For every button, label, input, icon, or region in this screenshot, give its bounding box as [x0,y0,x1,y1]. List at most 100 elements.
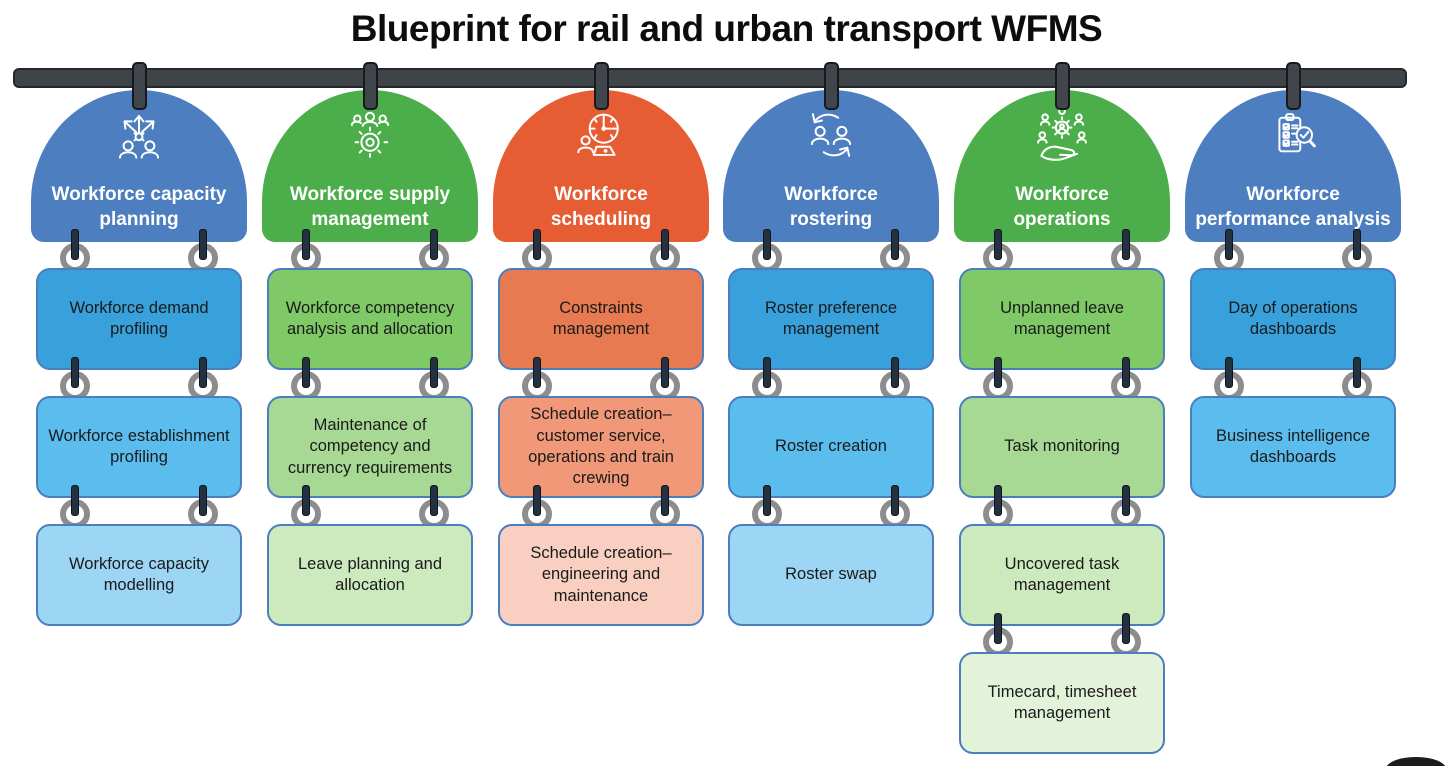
feature-card: Maintenance of competency and currency r… [267,396,473,498]
hook-peg [1122,485,1130,516]
feature-card: Task monitoring [959,396,1165,498]
hanger-row [723,229,939,273]
rail-clip [823,62,839,110]
hanger-row [493,485,709,529]
feature-card: Day of operations dashboards [1190,268,1396,370]
hook-peg [1353,357,1361,388]
category-label: Workforce operations [1013,183,1111,231]
hook-peg [661,229,669,260]
column-operations: Workforce operations Unplanned leave man… [954,90,1170,754]
feature-card: Constraints management [498,268,704,370]
feature-card: Workforce demand profiling [36,268,242,370]
category-header-rostering: Workforce rostering [723,90,939,242]
hook-peg [430,229,438,260]
category-label: Workforce scheduling [550,183,652,231]
category-header-performance-analysis: Workforce performance analysis [1185,90,1401,242]
hanger-row [954,485,1170,529]
feature-card: Unplanned leave management [959,268,1165,370]
hook-peg [763,357,771,388]
hook-peg [1353,229,1361,260]
category-label: Workforce performance analysis [1195,183,1391,231]
hook-peg [302,485,310,516]
category-label: Workforce capacity planning [51,183,227,231]
hanger-row [31,357,247,401]
hand-team-icon [1037,107,1087,161]
column-supply-management: Workforce supply management Workforce co… [262,90,478,626]
column-rostering: Workforce rostering Roster preference ma… [723,90,939,626]
hook-peg [199,229,207,260]
hook-peg [302,229,310,260]
column-performance-analysis: Workforce performance analysis Day of op… [1185,90,1401,498]
hook-peg [533,357,541,388]
hanger-row [493,229,709,273]
hook-peg [763,485,771,516]
hook-peg [199,357,207,388]
growth-arrows-people-icon [118,114,160,159]
hook-peg [994,613,1002,644]
hanger-row [31,485,247,529]
hanger-row [1185,357,1401,401]
hanger-row [262,357,478,401]
rail-clip [593,62,609,110]
hook-peg [1122,229,1130,260]
hook-peg [891,357,899,388]
hook-peg [1225,357,1233,388]
rail-clip [362,62,378,110]
hanger-row [493,357,709,401]
hanger-row [723,357,939,401]
hook-peg [71,229,79,260]
feature-card: Roster preference management [728,268,934,370]
column-scheduling: Workforce scheduling Constraints managem… [493,90,709,626]
feature-card: Business intelligence dashboards [1190,396,1396,498]
category-header-scheduling: Workforce scheduling [493,90,709,242]
corner-dot [1386,757,1446,766]
feature-card: Timecard, timesheet management [959,652,1165,754]
hook-peg [891,485,899,516]
hook-peg [1122,613,1130,644]
diagram-title: Blueprint for rail and urban transport W… [350,8,1103,49]
hanging-rail [13,68,1407,88]
hanger-row [262,229,478,273]
hook-peg [661,357,669,388]
hanger-row [954,613,1170,657]
hook-peg [1225,229,1233,260]
hook-peg [71,485,79,516]
hook-peg [1122,357,1130,388]
hook-peg [430,485,438,516]
category-header-supply-management: Workforce supply management [262,90,478,242]
hook-peg [533,229,541,260]
gauge-laptop-icon [577,113,619,156]
feature-card: Workforce establishment profiling [36,396,242,498]
rail-clip [1054,62,1070,110]
hook-peg [71,357,79,388]
hanger-row [723,485,939,529]
hanger-row [262,485,478,529]
hook-peg [891,229,899,260]
hook-peg [430,357,438,388]
hanger-row [954,229,1170,273]
checklist-magnifier-icon [1278,113,1316,153]
category-label: Workforce supply management [289,183,451,231]
hook-peg [302,357,310,388]
category-label: Workforce rostering [784,183,878,231]
hook-peg [661,485,669,516]
rail-clip [1285,62,1301,110]
hook-peg [199,485,207,516]
category-header-capacity-planning: Workforce capacity planning [31,90,247,242]
feature-card: Uncovered task management [959,524,1165,626]
column-capacity-planning: Workforce capacity planning Workforce de… [31,90,247,626]
hook-peg [533,485,541,516]
hanger-row [31,229,247,273]
feature-card: Schedule creation–engineering and mainte… [498,524,704,626]
rail-clip [131,62,147,110]
hook-peg [994,357,1002,388]
hook-peg [994,229,1002,260]
feature-card: Workforce competency analysis and alloca… [267,268,473,370]
feature-card: Schedule creation–customer service, oper… [498,396,704,498]
hanger-row [1185,229,1401,273]
hook-peg [763,229,771,260]
people-swap-icon [810,113,852,157]
feature-card: Leave planning and allocation [267,524,473,626]
category-header-operations: Workforce operations [954,90,1170,242]
